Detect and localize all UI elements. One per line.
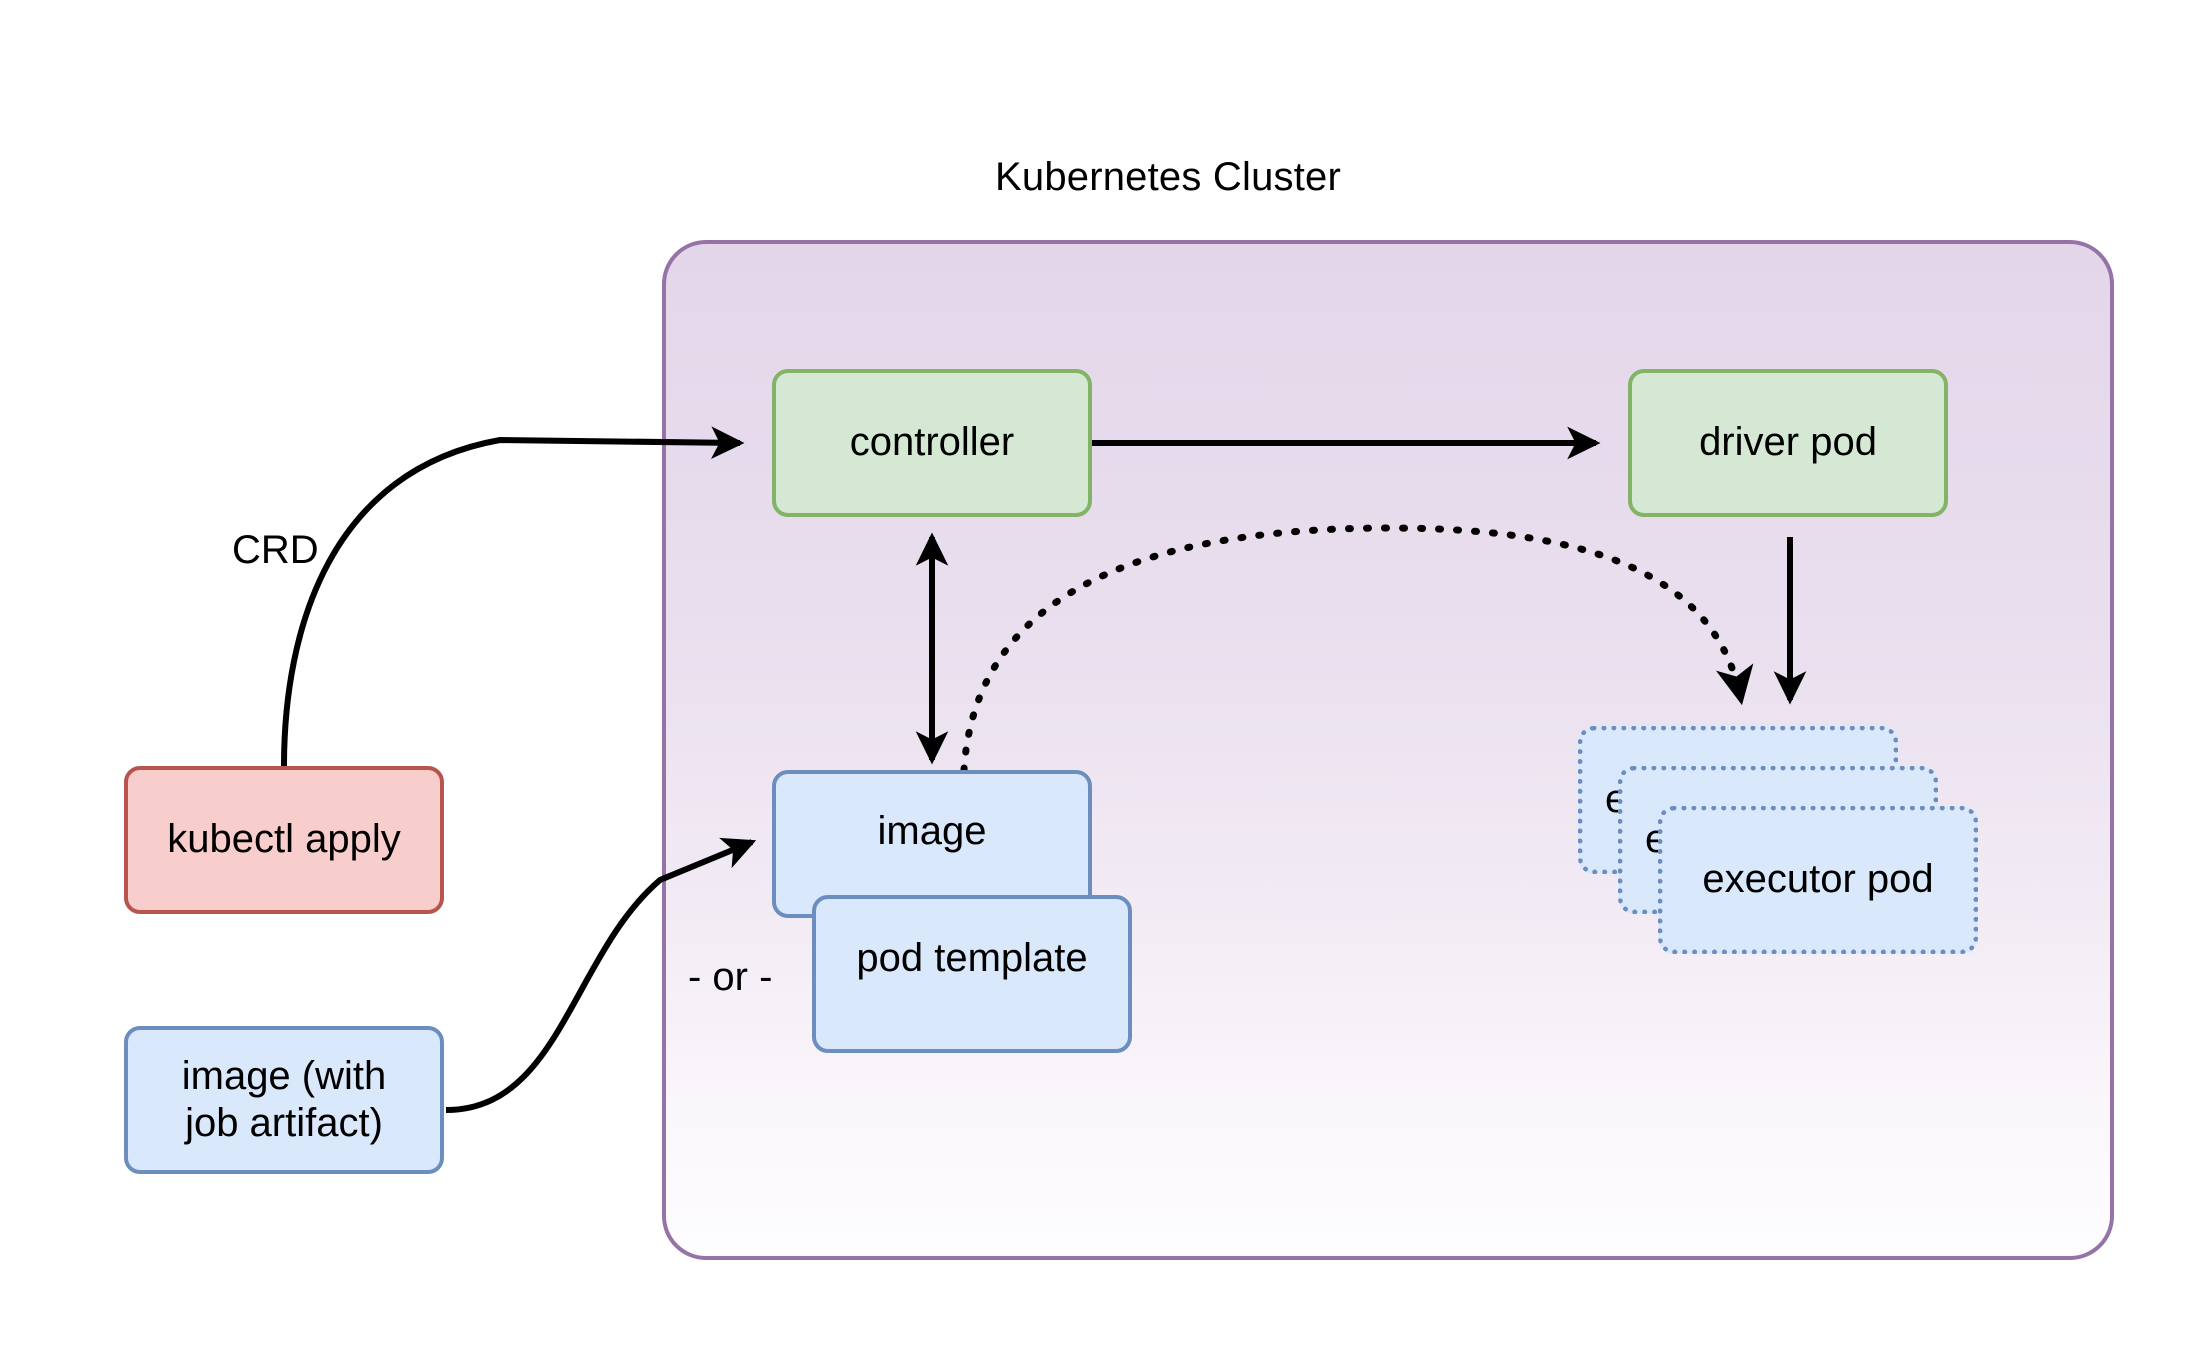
node-image-label: image: [877, 809, 987, 853]
node-driver-pod-label: driver pod: [1699, 420, 1877, 465]
node-executor-pod-front[interactable]: executor pod: [1658, 806, 1978, 954]
node-controller-label: controller: [849, 420, 1015, 465]
node-image[interactable]: image: [772, 770, 1092, 918]
node-image-with-job-artifact[interactable]: image (with job artifact): [124, 1026, 444, 1174]
edge-label-crd: CRD: [232, 528, 319, 572]
node-kubectl-apply-label: kubectl apply: [167, 817, 401, 862]
node-driver-pod[interactable]: driver pod: [1628, 369, 1948, 517]
node-image-with-job-artifact-label-line2: job artifact): [185, 1101, 383, 1145]
node-kubectl-apply[interactable]: kubectl apply: [124, 766, 444, 914]
node-pod-template[interactable]: pod template: [812, 895, 1132, 1053]
node-image-with-job-artifact-label-line1: image (with: [181, 1053, 387, 1098]
node-pod-template-label: pod template: [856, 936, 1088, 980]
edge-label-or: - or -: [688, 955, 773, 999]
node-executor-pod-front-label: executor pod: [1702, 857, 1934, 902]
node-controller[interactable]: controller: [772, 369, 1092, 517]
cluster-title: Kubernetes Cluster: [994, 155, 1342, 199]
